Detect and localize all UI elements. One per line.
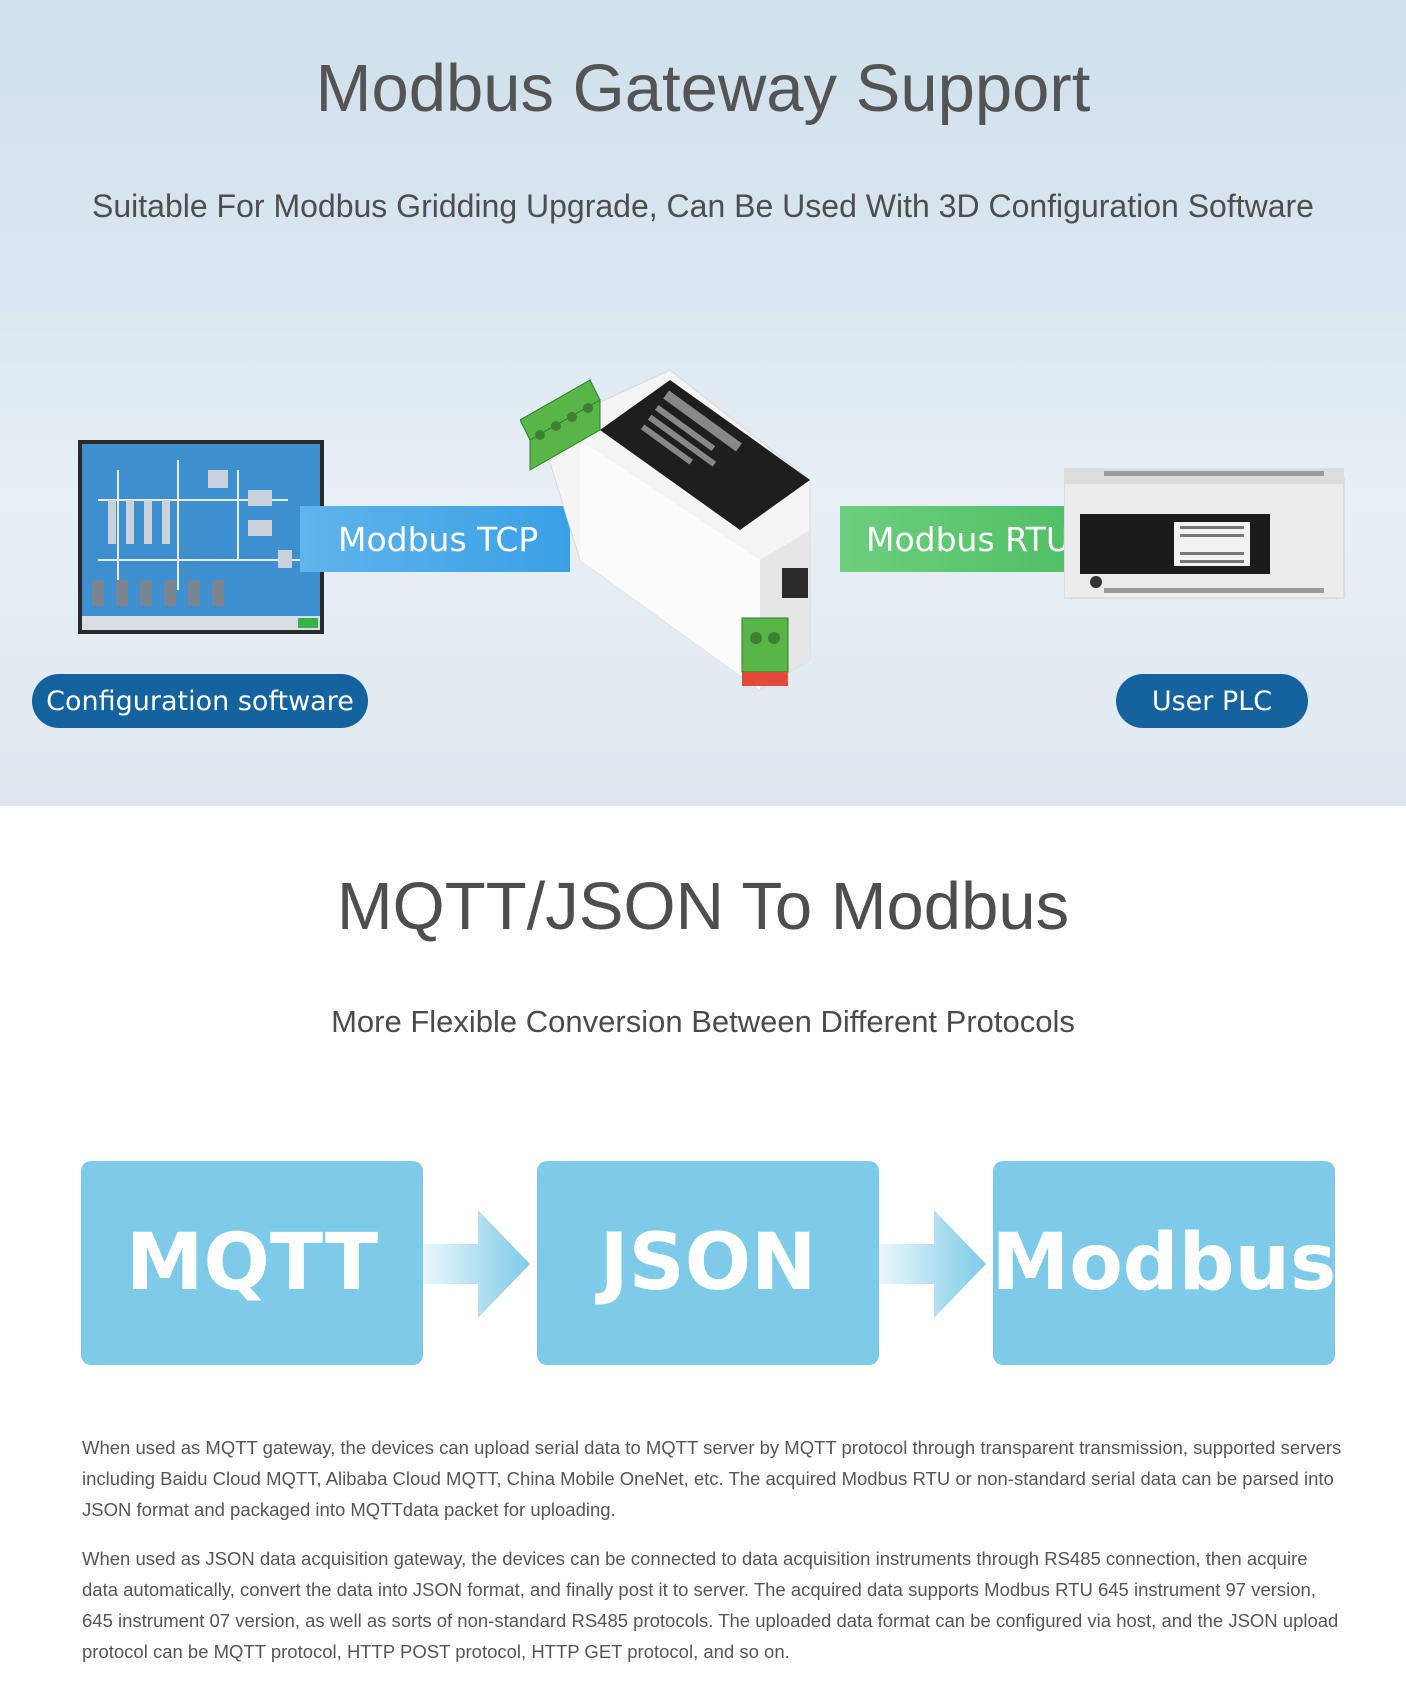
paragraph-json-gateway: When used as JSON data acquisition gatew… xyxy=(82,1548,1339,1662)
user-plc-pill: User PLC xyxy=(1116,674,1308,728)
modbus-tcp-label: Modbus TCP xyxy=(338,519,539,559)
scada-monitor-image xyxy=(78,440,324,634)
paragraph-mqtt-gateway: When used as MQTT gateway, the devices c… xyxy=(82,1437,1342,1520)
gateway-device-image xyxy=(520,369,811,691)
configuration-software-label: Configuration software xyxy=(46,685,354,717)
right-arrow-icon xyxy=(878,1210,986,1318)
flow-label: Modbus xyxy=(991,1218,1337,1308)
flow-box-modbus: Modbus xyxy=(991,1161,1337,1365)
configuration-software-pill: Configuration software xyxy=(32,674,368,728)
plc-device-image xyxy=(1064,468,1345,599)
section-subtitle: More Flexible Conversion Between Differe… xyxy=(331,1004,1075,1039)
section-title: MQTT/JSON To Modbus xyxy=(336,869,1070,944)
modbus-rtu-label: Modbus RTU xyxy=(866,519,1070,559)
flow-box-mqtt: MQTT xyxy=(81,1161,423,1365)
hero-title: Modbus Gateway Support xyxy=(315,51,1091,126)
hero-section: Modbus Gateway Support Suitable For Modb… xyxy=(0,0,1406,806)
user-plc-label: User PLC xyxy=(1151,685,1273,717)
flow-label: JSON xyxy=(599,1218,817,1308)
modbus-tcp-band: Modbus TCP xyxy=(300,506,570,572)
flow-label: MQTT xyxy=(125,1218,379,1308)
modbus-rtu-band: Modbus RTU xyxy=(840,506,1080,572)
hero-subtitle: Suitable For Modbus Gridding Upgrade, Ca… xyxy=(92,188,1314,224)
flow-box-json: JSON xyxy=(537,1161,879,1365)
right-arrow-icon xyxy=(422,1210,530,1318)
